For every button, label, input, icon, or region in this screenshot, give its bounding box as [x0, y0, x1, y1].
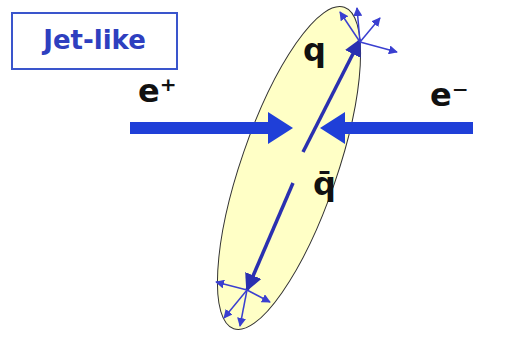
- antiquark-line: [247, 183, 293, 290]
- beam-arrow: [320, 112, 473, 144]
- title-text: Jet-like: [43, 26, 146, 56]
- jet-particles: [216, 8, 397, 326]
- title-box: Jet-like: [11, 12, 178, 70]
- beam-label: e⁺: [138, 72, 177, 110]
- quark-line: [303, 40, 360, 152]
- beam-arrow: [130, 112, 293, 144]
- event-ellipse: q q̄: [190, 0, 400, 339]
- ellipse-outline: [190, 0, 400, 339]
- beam-label: e⁻: [430, 76, 469, 114]
- particle-label: q: [303, 32, 326, 69]
- particle-label: q̄: [313, 166, 336, 203]
